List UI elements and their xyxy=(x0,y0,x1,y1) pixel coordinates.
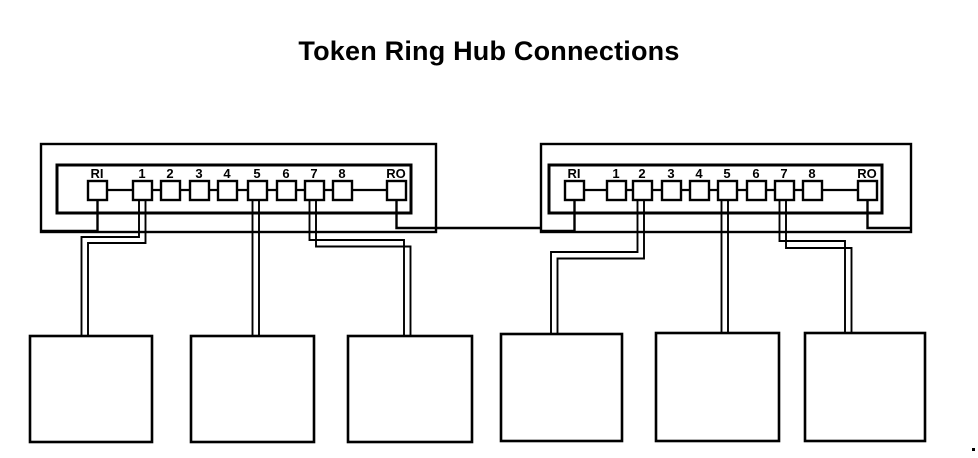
hub-left-port-5[interactable] xyxy=(246,179,269,202)
hub-left-port-ro[interactable] xyxy=(385,179,408,202)
station-box-3[interactable] xyxy=(346,334,474,444)
hub-right-port-5[interactable] xyxy=(716,179,739,202)
hub-left-port-8[interactable] xyxy=(331,179,354,202)
hub-right-label-3: 3 xyxy=(667,166,674,181)
station-box-6[interactable] xyxy=(803,331,927,443)
hub-right-label-2: 2 xyxy=(638,166,645,181)
hub-left-label-2: 2 xyxy=(166,166,173,181)
hub-right-port-ro[interactable] xyxy=(856,179,879,202)
hub-right-port-7[interactable] xyxy=(773,179,796,202)
ring-link-right-ro xyxy=(866,200,911,230)
hub-right-label-1: 1 xyxy=(612,166,619,181)
ring-link-right-ri xyxy=(541,200,576,233)
hub-left-label-ri: RI xyxy=(91,166,104,181)
hub-right-port-6[interactable] xyxy=(745,179,768,202)
hub-right-label-8: 8 xyxy=(808,166,815,181)
hub-left-port-ri[interactable] xyxy=(86,179,109,202)
hub-left-label-6: 6 xyxy=(282,166,289,181)
hub-right-port-ri[interactable] xyxy=(563,179,586,202)
hub-right-port-1[interactable] xyxy=(605,179,628,202)
hub-left-port-2[interactable] xyxy=(159,179,182,202)
cable-hub-right-port2-a xyxy=(550,200,639,334)
ring-link-left-ro xyxy=(395,200,541,230)
hub-left-label-8: 8 xyxy=(338,166,345,181)
hub-right-label-4: 4 xyxy=(695,166,703,181)
cable-hub-right-port2-b xyxy=(556,200,645,334)
station-box-1[interactable] xyxy=(28,334,154,444)
hub-left-label-7: 7 xyxy=(310,166,317,181)
hub-left-port-3[interactable] xyxy=(188,179,211,202)
hub-left-label-5: 5 xyxy=(253,166,260,181)
hub-left-port-4[interactable] xyxy=(216,179,239,202)
station-box-5[interactable] xyxy=(654,331,781,443)
hub-left-label-1: 1 xyxy=(138,166,145,181)
hub-left-label-ro: RO xyxy=(386,166,406,181)
hub-right-label-5: 5 xyxy=(723,166,730,181)
hub-right-port-4[interactable] xyxy=(688,179,711,202)
hub-right-port-2[interactable] xyxy=(631,179,654,202)
hub-left-label-4: 4 xyxy=(223,166,231,181)
hub-left-label-3: 3 xyxy=(195,166,202,181)
cable-hub-right-port7-b xyxy=(785,200,853,333)
cable-hub-right-port7-a xyxy=(778,200,846,333)
cable-hub-left-port7-b xyxy=(315,200,412,336)
corner-artifact-mark xyxy=(972,448,975,451)
hub-right-port-8[interactable] xyxy=(801,179,824,202)
cable-hub-left-port7-a xyxy=(308,200,405,336)
cable-hub-left-port1-a xyxy=(80,200,140,336)
hub-right-port-3[interactable] xyxy=(660,179,683,202)
hub-left-port-1[interactable] xyxy=(131,179,154,202)
ring-link-left-ri xyxy=(41,200,99,233)
hub-right-label-ro: RO xyxy=(857,166,877,181)
hub-left-port-7[interactable] xyxy=(303,179,326,202)
page-title: Token Ring Hub Connections xyxy=(298,36,680,66)
hub-right-label-ri: RI xyxy=(568,166,581,181)
cable-hub-left-port1-b xyxy=(87,200,147,336)
hub-right-label-6: 6 xyxy=(752,166,759,181)
hub-left-port-6[interactable] xyxy=(275,179,298,202)
station-box-4[interactable] xyxy=(499,332,624,443)
hub-right-label-7: 7 xyxy=(780,166,787,181)
station-box-2[interactable] xyxy=(189,334,316,444)
